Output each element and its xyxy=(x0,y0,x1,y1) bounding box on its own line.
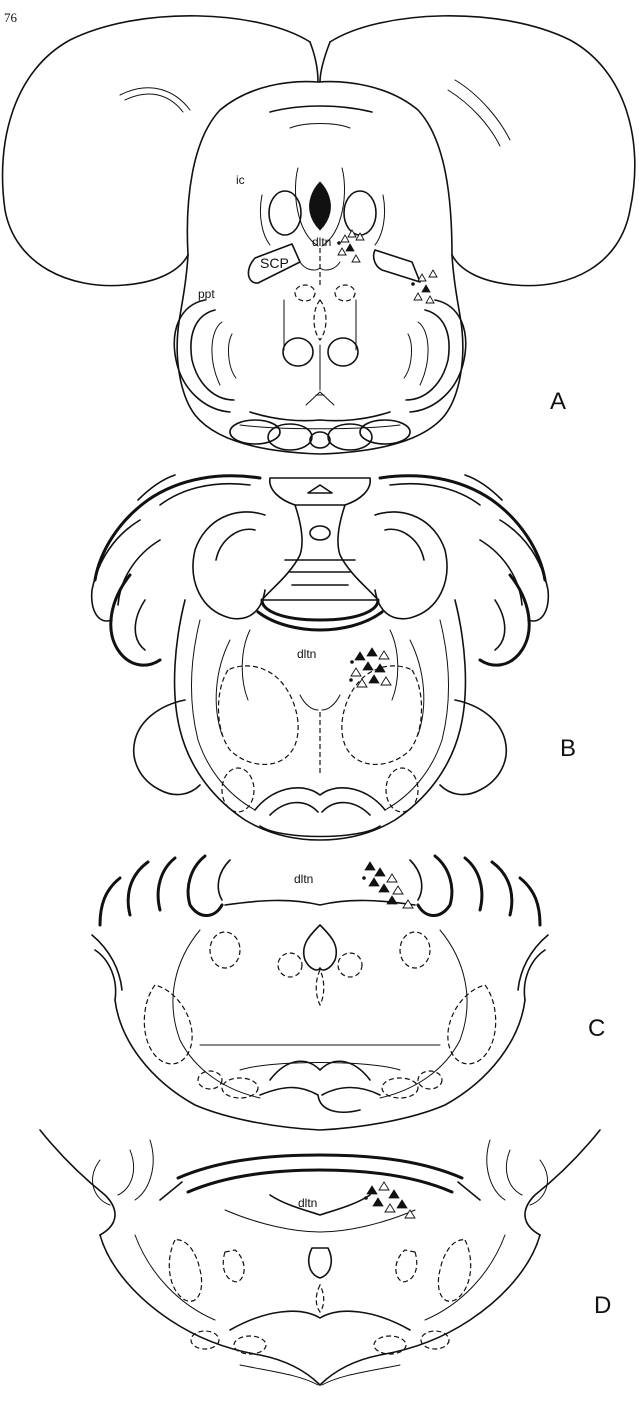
panel-d-section xyxy=(40,1130,600,1385)
label-dltn-b: dltn xyxy=(297,647,316,661)
label-scp-a: SCP xyxy=(260,255,289,271)
label-ic-a: ic xyxy=(236,173,245,187)
panel-b-section xyxy=(92,475,549,840)
panel-letter-c: C xyxy=(588,1015,605,1043)
label-dltn-c: dltn xyxy=(294,872,313,886)
panel-letter-b: B xyxy=(560,735,576,763)
panel-d-markers xyxy=(364,1182,415,1218)
label-dltn-a: dltn xyxy=(312,235,331,249)
panel-a-markers xyxy=(337,230,437,303)
panel-letter-a: A xyxy=(550,388,566,416)
panel-letter-d: D xyxy=(594,1292,611,1320)
panel-b-markers xyxy=(349,648,391,687)
label-ppt-a: ppt xyxy=(198,287,215,301)
panel-c-section xyxy=(92,856,548,1130)
label-dltn-d: dltn xyxy=(298,1196,317,1210)
